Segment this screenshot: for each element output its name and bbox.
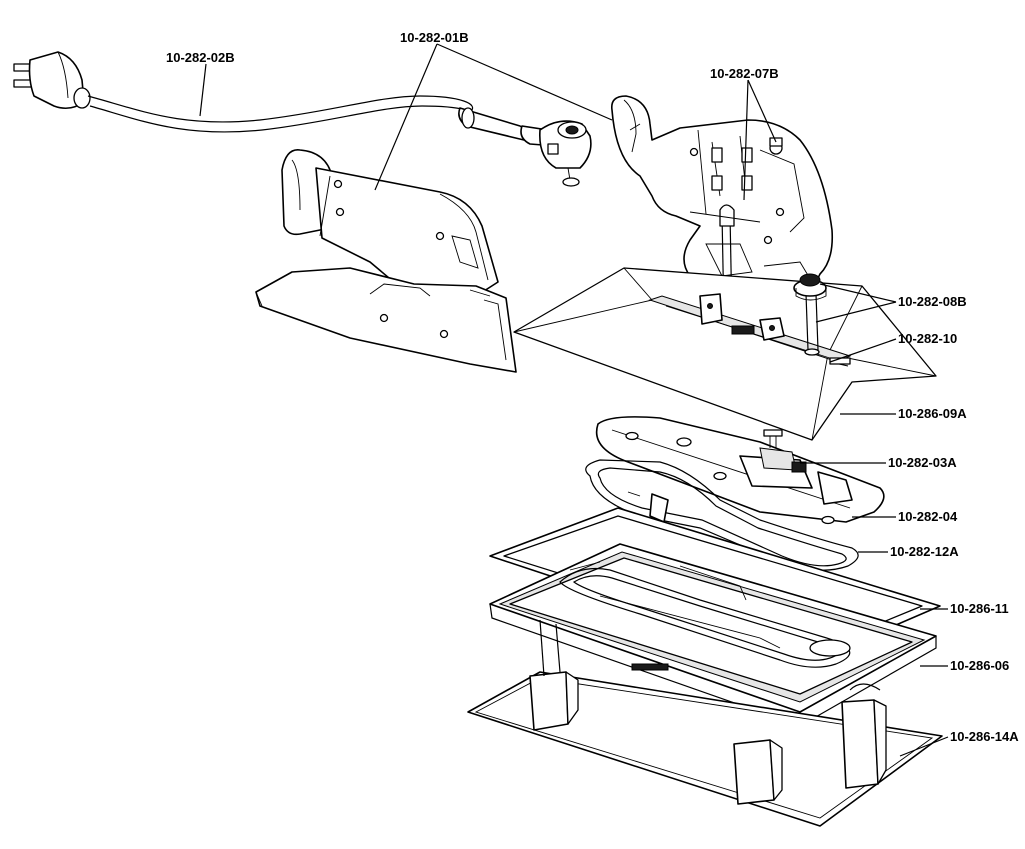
part-label-bracket: 10-282-10 — [898, 331, 957, 346]
retainer-plate-drawing — [595, 416, 885, 525]
shroud-drawing — [513, 267, 937, 441]
soleplate-drawing — [489, 543, 937, 727]
part-label-thermostat: 10-282-03A — [888, 455, 957, 470]
power-cord-drawing — [13, 51, 592, 187]
part-label-handle: 10-282-01B — [400, 30, 469, 45]
part-label-retainer-plate: 10-282-04 — [898, 509, 958, 524]
part-label-heating-element: 10-282-12A — [890, 544, 959, 559]
handle-cover-drawing — [610, 95, 834, 321]
part-label-soleplate: 10-286-06 — [950, 658, 1009, 673]
heating-element-drawing — [585, 459, 859, 571]
stand-drawing — [467, 619, 943, 827]
part-label-gasket: 10-286-11 — [950, 601, 1009, 616]
part-label-thermostat-knob: 10-282-08B — [898, 294, 967, 309]
handle-assembly-drawing — [255, 149, 517, 373]
part-label-stand: 10-286-14A — [950, 729, 1019, 744]
leader-lines — [199, 43, 949, 757]
part-label-shroud: 10-286-09A — [898, 406, 967, 421]
part-label-handle-covers: 10-282-07B — [710, 66, 779, 81]
part-label-cord: 10-282-02B — [166, 50, 235, 65]
part-labels: 10-282-02B 10-282-01B 10-282-07B 10-282-… — [166, 30, 1019, 744]
